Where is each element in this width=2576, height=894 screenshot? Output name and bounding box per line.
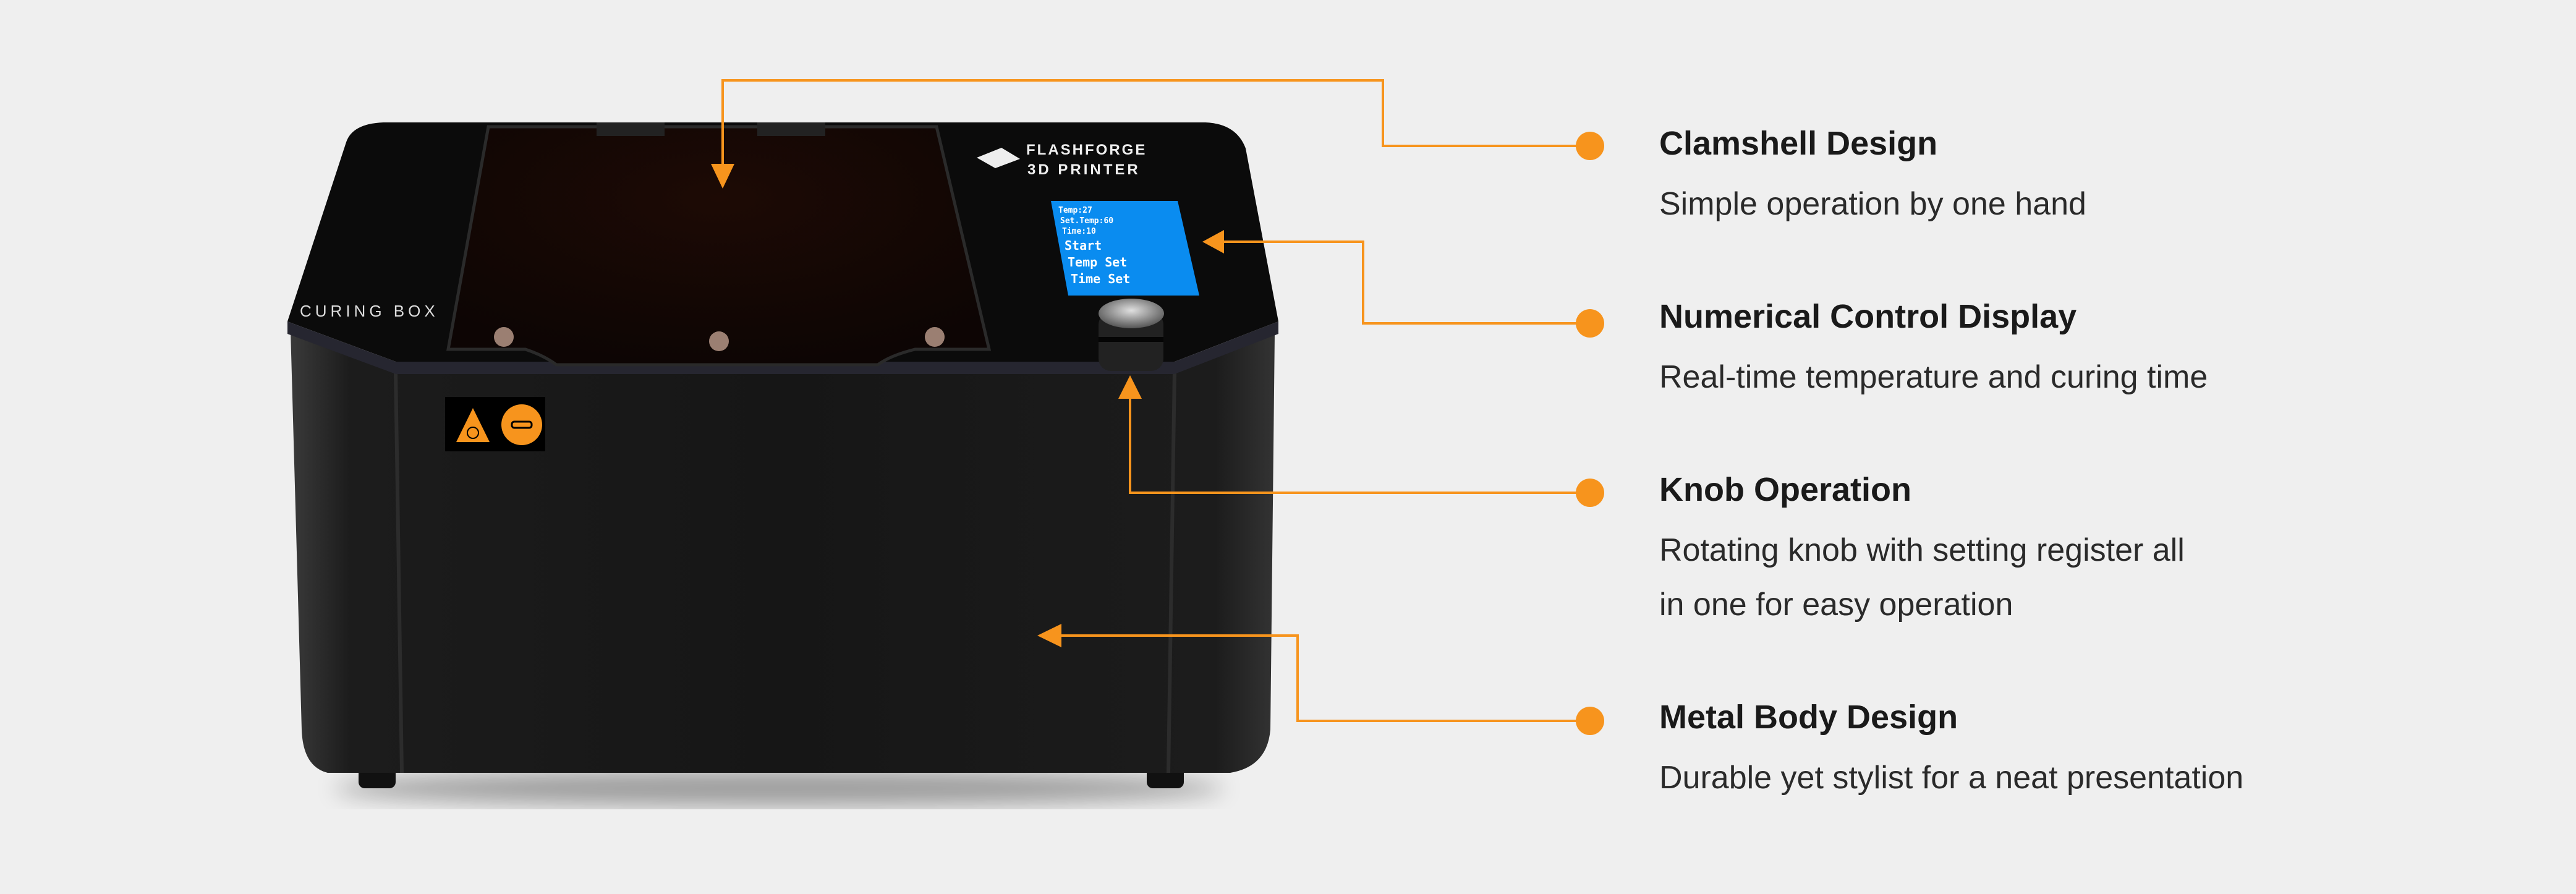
callout-line-clamshell (721, 79, 1590, 167)
shadow (334, 771, 1224, 806)
feature-title: Clamshell Design (1659, 125, 1938, 162)
callout-dot (1576, 479, 1604, 507)
callout-lines (721, 79, 1590, 722)
feature-desc: Rotating knob with setting register all (1659, 532, 2185, 568)
display-temp: Temp:27 (1058, 206, 1092, 215)
feature-desc: Simple operation by one hand (1659, 186, 2086, 222)
callout-line-display (1221, 241, 1590, 325)
brand-line2: 3D PRINTER (1027, 161, 1141, 178)
display-menu-temp-set: Temp Set (1068, 255, 1127, 270)
callout-dot (1576, 309, 1604, 338)
brand-line1: FLASHFORGE (1026, 142, 1147, 158)
display-menu-start: Start (1065, 238, 1102, 253)
display-set-temp: Set.Temp:60 (1060, 216, 1113, 226)
flashforge-logo-icon (977, 148, 1020, 168)
feature-title: Knob Operation (1659, 471, 1911, 508)
callout-line-knob (1129, 396, 1590, 494)
callout-dot (1576, 707, 1604, 735)
feature-desc: Real-time temperature and curing time (1659, 359, 2208, 395)
control-display: Temp:27 Set.Temp:60 Time:10 Start Temp S… (1051, 201, 1199, 296)
feature-desc: Durable yet stylist for a neat presentat… (1659, 760, 2244, 796)
clamshell-lid[interactable] (446, 125, 992, 367)
arrow-left-icon (1202, 230, 1224, 253)
uv-warning-icon (456, 408, 490, 442)
control-knob[interactable] (1099, 299, 1164, 371)
feature-title: Metal Body Design (1659, 699, 1958, 736)
warning-labels (445, 397, 545, 451)
arrow-left-icon (1037, 624, 1061, 647)
goggles-required-icon (501, 404, 542, 445)
feature-desc: in one for easy operation (1659, 587, 2013, 623)
display-time: Time:10 (1062, 227, 1096, 236)
curing-box-label: CURING BOX (300, 302, 439, 320)
callout-line-body (1058, 634, 1590, 722)
feature-title: Numerical Control Display (1659, 298, 2077, 335)
feature-numerical-control-display: Numerical Control Display Real-time temp… (1659, 297, 2208, 404)
display-menu-time-set: Time Set (1071, 271, 1130, 286)
arrow-down-icon (711, 164, 734, 189)
feature-clamshell-design: Clamshell Design Simple operation by one… (1659, 124, 2086, 231)
feature-knob-operation: Knob Operation Rotating knob with settin… (1659, 470, 2185, 632)
callout-dot (1576, 132, 1604, 160)
feature-metal-body-design: Metal Body Design Durable yet stylist fo… (1659, 697, 2243, 805)
arrow-up-icon (1118, 375, 1142, 399)
